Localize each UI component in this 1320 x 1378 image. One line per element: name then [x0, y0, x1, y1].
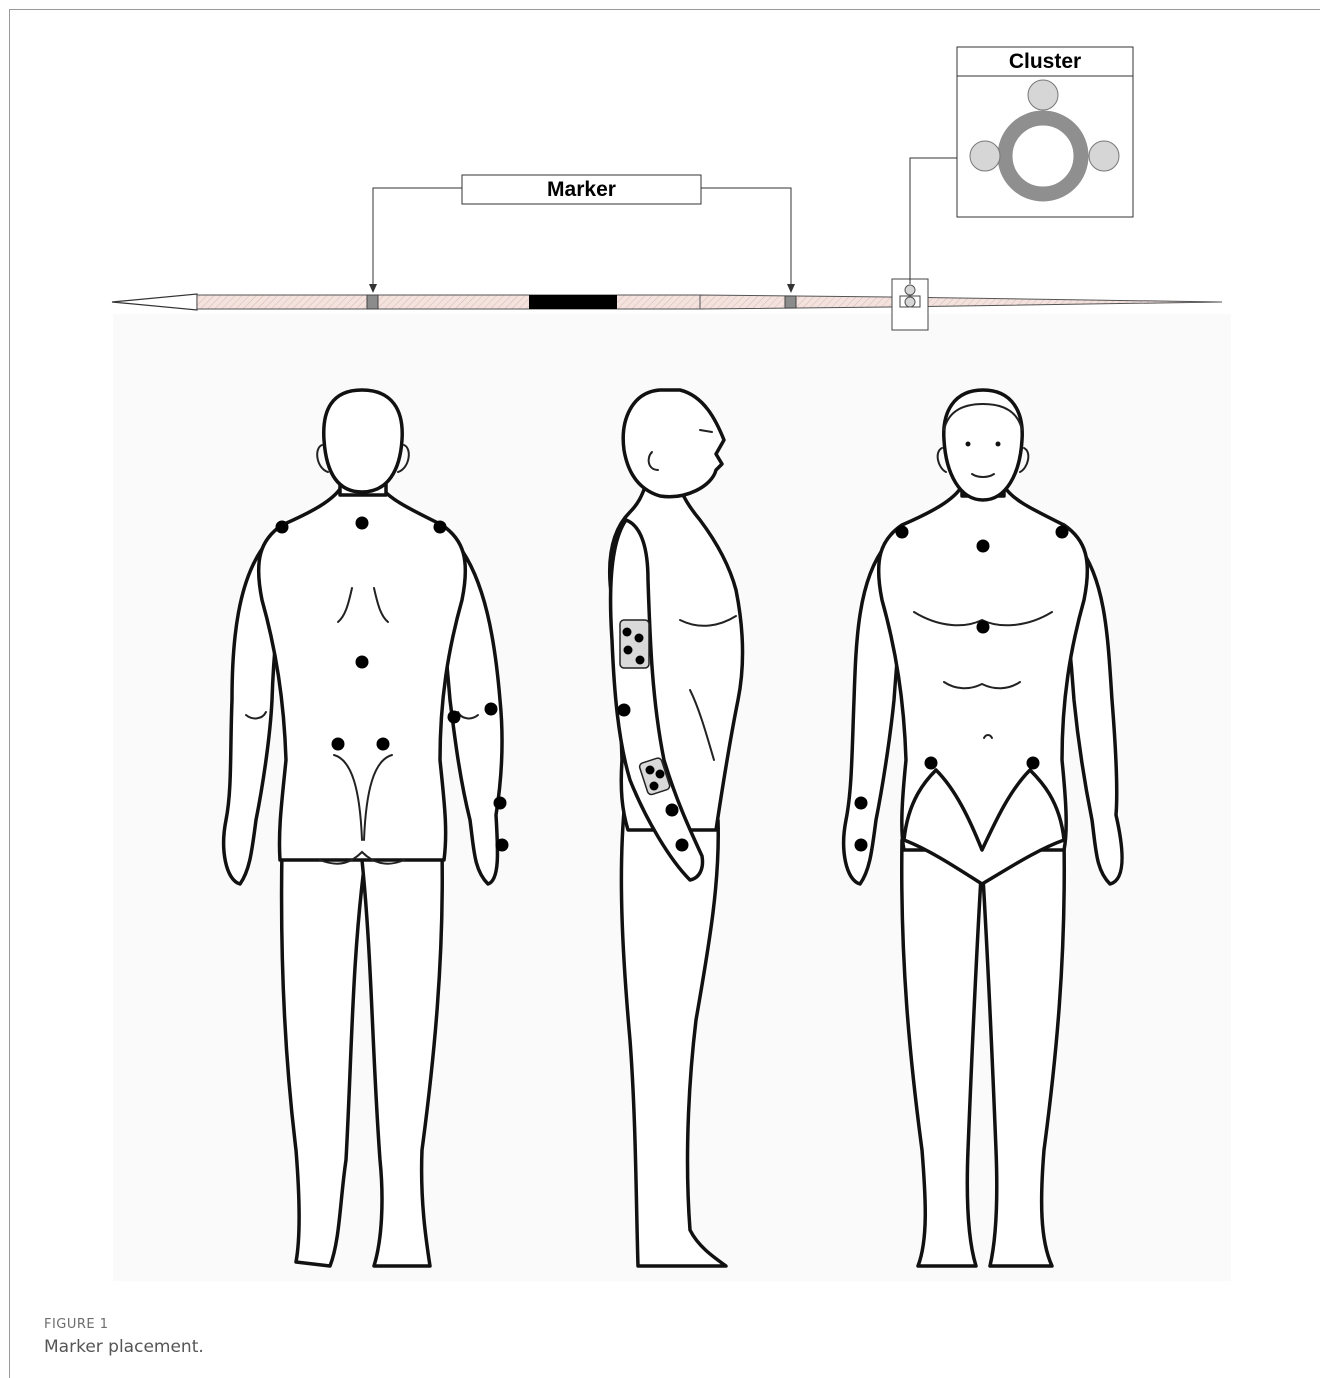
cluster-label: Cluster: [1009, 50, 1081, 73]
marker-dot: [434, 521, 447, 534]
marker-dot: [676, 839, 689, 852]
javelin-grip: [529, 295, 617, 309]
marker-dot: [356, 517, 369, 530]
marker-dot: [494, 797, 507, 810]
marker-dot: [624, 646, 633, 655]
marker-dot: [855, 839, 868, 852]
marker-dot: [496, 839, 509, 852]
marker-dot: [623, 628, 632, 637]
marker-placement-figure: Marker Cluster: [0, 0, 1320, 1300]
figure-caption: Marker placement.: [44, 1337, 204, 1357]
marker-dot: [855, 797, 868, 810]
javelin-shaft-tail: [700, 295, 1222, 309]
marker-dot: [276, 521, 289, 534]
marker-dot: [448, 711, 461, 724]
marker-dot: [636, 656, 645, 665]
upper-arm-cluster: [620, 620, 649, 668]
marker-dot: [1056, 526, 1069, 539]
marker-dot: [977, 540, 990, 553]
marker-dot: [635, 634, 644, 643]
marker-dot: [646, 766, 655, 775]
cluster-ball-right: [1089, 141, 1119, 171]
cluster-callout: Cluster: [910, 47, 1133, 284]
javelin-marker-front: [367, 295, 378, 309]
marker-dot: [666, 804, 679, 817]
javelin-shaft-front: [197, 295, 700, 309]
javelin-marker-rear: [785, 296, 796, 308]
cluster-ball-left: [970, 141, 1000, 171]
marker-dot: [377, 738, 390, 751]
figure-number: FIGURE 1: [44, 1317, 109, 1332]
marker-dot: [485, 703, 498, 716]
marker-callout: Marker: [369, 175, 795, 293]
marker-dot: [618, 704, 631, 717]
marker-dot: [1027, 757, 1040, 770]
marker-dot: [332, 738, 345, 751]
marker-dot: [925, 757, 938, 770]
marker-dot: [356, 656, 369, 669]
marker-dot: [650, 782, 659, 791]
marker-label: Marker: [547, 178, 616, 201]
marker-dot: [656, 770, 665, 779]
javelin-tip: [112, 294, 197, 310]
cluster-ball-top: [1028, 80, 1058, 110]
marker-dot: [977, 621, 990, 634]
marker-dot: [896, 526, 909, 539]
